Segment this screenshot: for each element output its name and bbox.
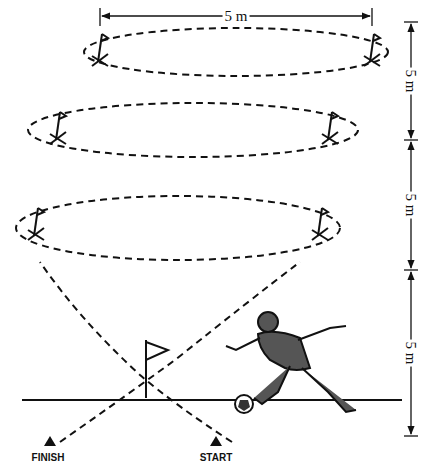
cone-marker [364, 34, 380, 66]
dimension-label: 5 m [403, 192, 420, 219]
dribble-path [16, 28, 388, 442]
cone-marker [50, 112, 66, 144]
cone-marker [28, 208, 44, 240]
start-finish-mark [44, 436, 222, 446]
player-figure [226, 312, 356, 412]
finish-label: FINISH [30, 452, 67, 463]
flag-post [146, 340, 168, 398]
dimension-line [100, 8, 372, 26]
start-label: START [198, 452, 235, 463]
dimension-label: 5 m [403, 68, 420, 95]
cone-marker [322, 112, 338, 144]
ground-line [22, 399, 402, 401]
cone-marker [312, 208, 328, 240]
dimension-label: 5 m [403, 340, 420, 367]
cone-marker [92, 34, 108, 66]
ball [235, 395, 253, 413]
dimension-label: 5 m [223, 8, 250, 25]
